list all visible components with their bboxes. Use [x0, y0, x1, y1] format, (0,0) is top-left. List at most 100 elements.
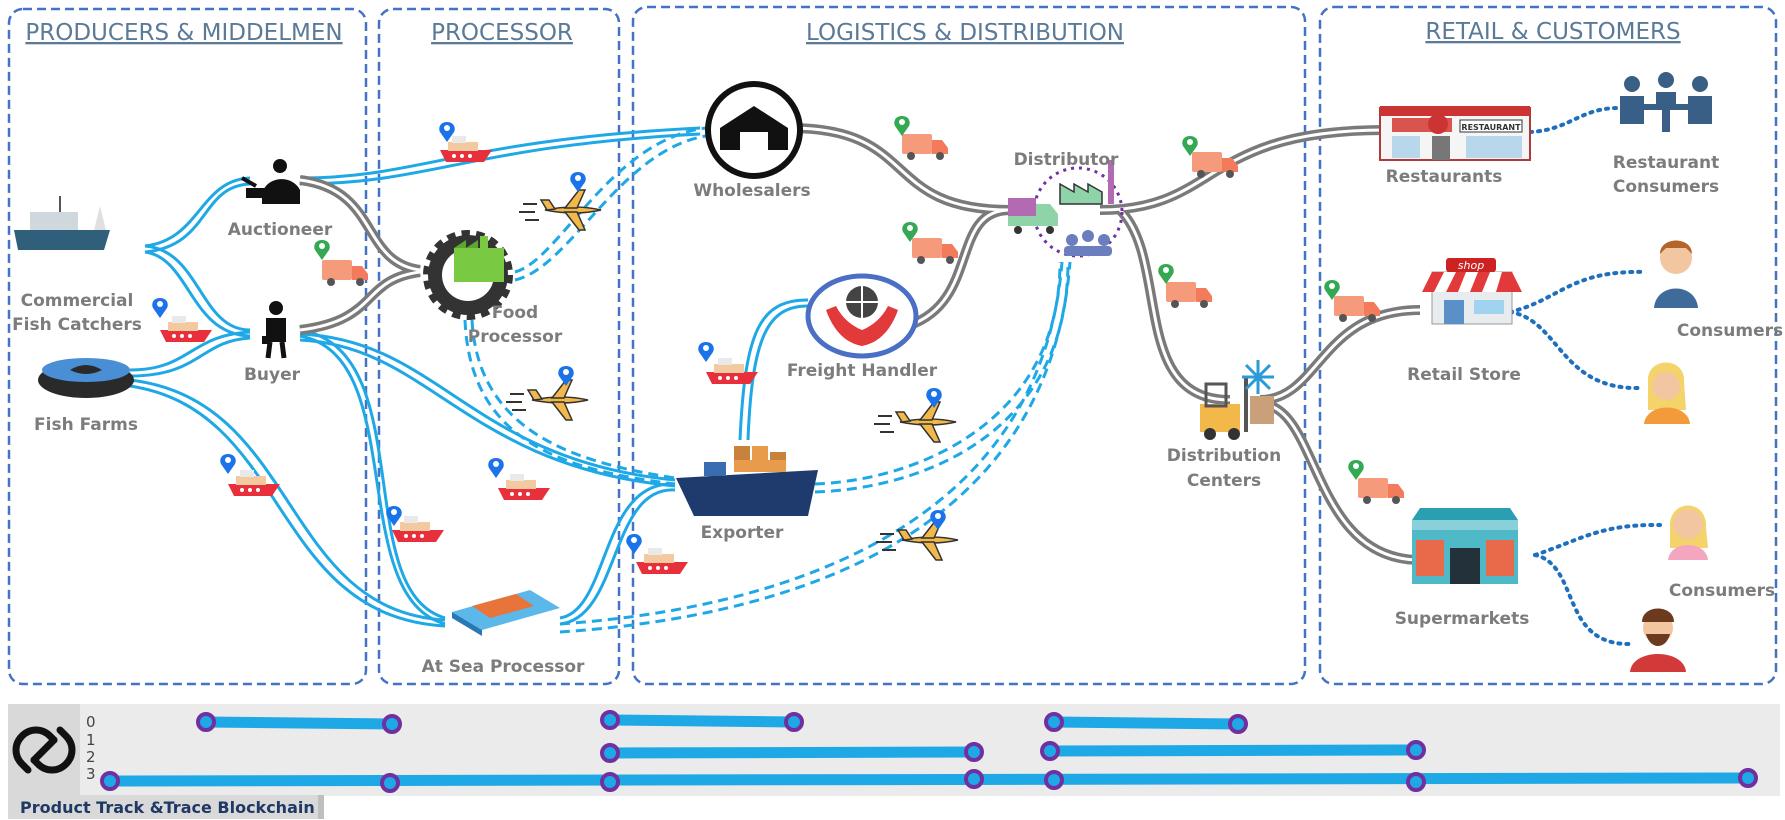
chain-node — [382, 714, 402, 734]
location-pin-icon — [488, 458, 504, 478]
truck-marker — [1358, 478, 1404, 504]
node-label-line1: Restaurant — [1613, 153, 1720, 173]
chain-node — [1044, 712, 1064, 732]
sea-route — [129, 330, 251, 378]
ship-marker — [498, 474, 550, 500]
chain-row-label: 1 — [86, 731, 96, 749]
freight-globe-icon — [805, 273, 919, 359]
section-title-producers: PRODUCERS & MIDDELMEN — [25, 20, 342, 46]
truck-marker — [902, 134, 948, 160]
restaurant-icon: RESTAURANT — [1379, 106, 1531, 161]
truck-marker — [1334, 296, 1380, 322]
consumer-links — [1508, 106, 1662, 647]
sea-route — [144, 244, 251, 338]
location-pin-icon — [1348, 460, 1364, 480]
chain-node — [196, 712, 216, 732]
node-label: Buyer — [244, 365, 301, 385]
chain-node — [964, 769, 984, 789]
node-distribution-centers: Distribution Centers — [1167, 360, 1281, 491]
section-title-logistics: LOGISTICS & DISTRIBUTION — [806, 20, 1124, 46]
node-label: Freight Handler — [787, 361, 938, 381]
sea-route — [144, 176, 251, 254]
consumer-icon — [1630, 608, 1686, 672]
air-route — [514, 134, 707, 282]
factory-gear-icon — [423, 230, 513, 320]
node-exporter: Exporter — [676, 446, 818, 543]
section-title-processor: PROCESSOR — [431, 20, 573, 46]
node-buyer: Buyer — [244, 301, 301, 385]
node-consumers-bottom: Consumers — [1630, 505, 1775, 672]
plane-marker — [505, 379, 589, 421]
ship-marker — [392, 516, 444, 542]
node-label: At Sea Processor — [422, 657, 585, 677]
node-label: Wholesalers — [693, 181, 810, 201]
node-label-line1: Food — [492, 303, 538, 323]
chain-node — [1228, 714, 1248, 734]
diners-icon — [1620, 72, 1712, 132]
node-label-line2: Fish Catchers — [12, 315, 142, 335]
truck-marker — [1166, 282, 1212, 308]
location-pin-icon — [570, 172, 586, 192]
location-pin-icon — [314, 240, 330, 260]
node-restaurant-consumers: Restaurant Consumers — [1613, 72, 1720, 197]
sea-route — [738, 298, 809, 441]
location-pin-icon — [698, 342, 714, 362]
chain-row-label: 2 — [86, 748, 96, 766]
section-retail — [1318, 5, 1778, 686]
node-consumers-top: Consumers — [1644, 240, 1783, 424]
node-label: Supermarkets — [1395, 609, 1530, 629]
node-label: Consumers — [1677, 321, 1783, 341]
chain-node — [600, 710, 620, 730]
chain-segment — [200, 716, 398, 730]
supermarket-icon — [1412, 508, 1518, 584]
sea-route — [299, 332, 676, 488]
location-pin-icon — [626, 534, 642, 554]
node-label: Exporter — [701, 523, 784, 543]
chain-node — [784, 712, 804, 732]
buyer-icon — [262, 301, 287, 359]
blockchain-title-tab — [8, 795, 324, 819]
blockchain-panel: 0 1 2 3 — [8, 704, 1780, 819]
sea-route — [559, 482, 676, 626]
location-pin-icon — [220, 454, 236, 474]
section-title-retail: RETAIL & CUSTOMERS — [1425, 19, 1680, 45]
road-routes — [299, 123, 1421, 565]
air-route — [814, 261, 1062, 486]
plane-marker — [875, 519, 959, 561]
chain-segment — [1044, 744, 1422, 757]
consumer-icon — [1644, 362, 1690, 424]
warehouse-icon — [705, 81, 803, 179]
node-supermarkets: Supermarkets — [1395, 508, 1530, 629]
node-label: Restaurants — [1386, 167, 1503, 187]
node-wholesalers: Wholesalers — [693, 81, 811, 201]
consumer-icon — [1654, 240, 1698, 308]
chain-link-icon — [12, 726, 76, 774]
fish-farm-icon — [38, 358, 134, 398]
sea-routes — [129, 126, 809, 628]
section-producers — [7, 7, 368, 686]
chain-row-label: 0 — [86, 713, 96, 731]
air-route — [470, 319, 676, 480]
location-pin-icon — [152, 298, 168, 318]
chain-row-label: 3 — [86, 765, 96, 783]
node-label: Retail Store — [1407, 365, 1521, 385]
forklift-cold-icon — [1200, 360, 1274, 440]
chain-segment — [104, 772, 1754, 787]
plane-marker — [873, 401, 957, 443]
plane-marker — [518, 189, 602, 231]
chain-segment — [1048, 716, 1244, 730]
auctioneer-icon — [241, 159, 300, 204]
node-label-line2: Consumers — [1613, 177, 1719, 197]
node-label: Auctioneer — [228, 220, 333, 240]
chain-segment — [604, 714, 800, 728]
truck-marker — [912, 238, 958, 264]
chain-node — [1406, 740, 1426, 760]
processing-ship-icon — [452, 590, 560, 636]
sea-route — [129, 378, 446, 628]
cargo-ship-icon — [676, 446, 818, 516]
ship-marker — [228, 470, 280, 496]
chain-node — [600, 743, 620, 763]
node-label-line2: Centers — [1187, 471, 1261, 491]
fishing-boat-icon — [14, 196, 110, 250]
